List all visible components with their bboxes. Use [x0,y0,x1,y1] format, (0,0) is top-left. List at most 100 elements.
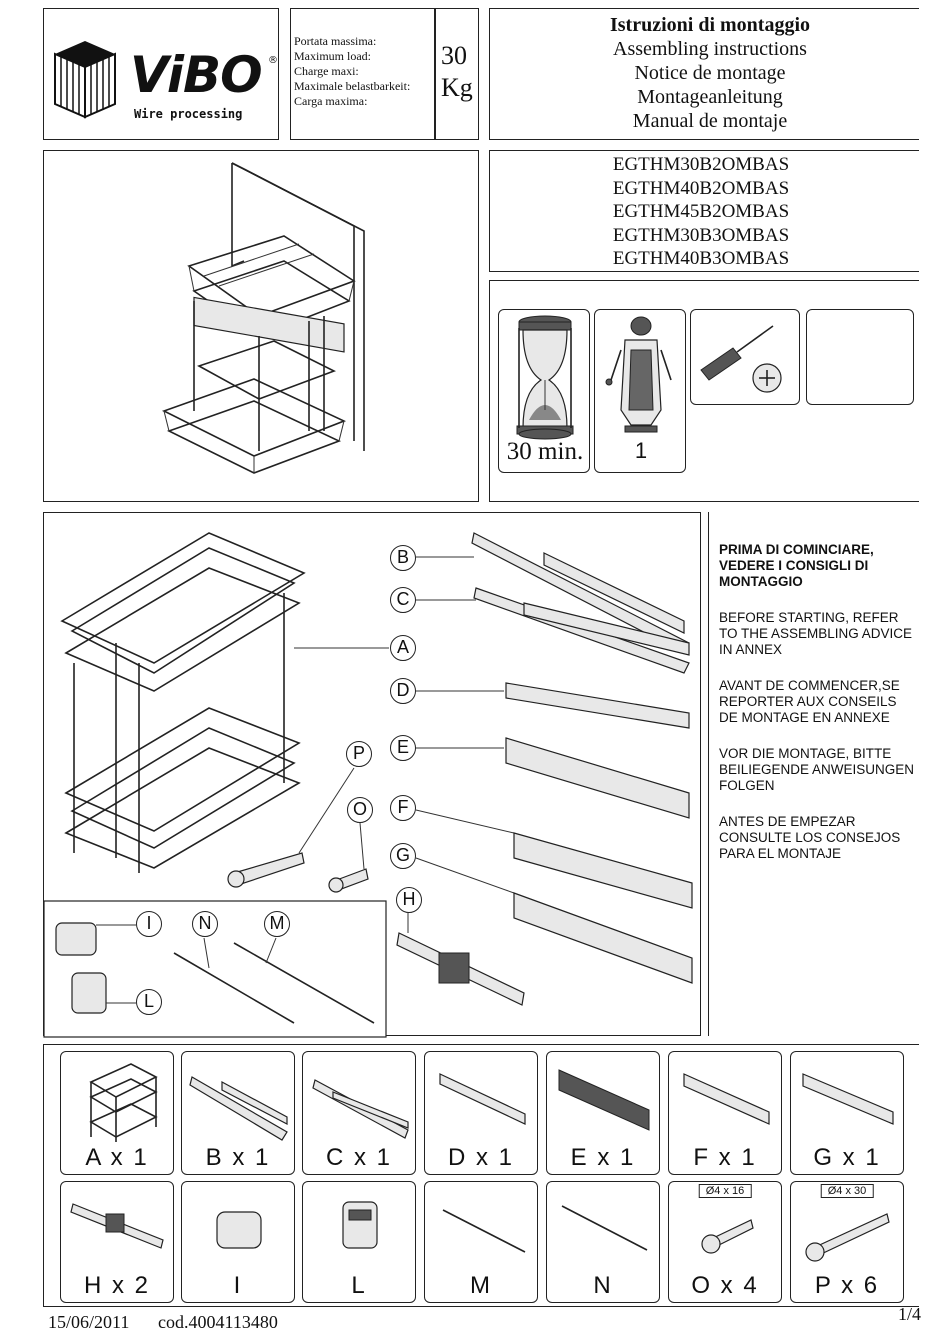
callout-i: I [136,911,162,937]
part-d-label: D x 1 [447,1144,514,1171]
model-3: EGTHM45B2OMBAS [612,201,790,222]
footer-page: 1/4 [898,1304,922,1324]
part-f-label: F x 1 [693,1144,757,1171]
part-e-icon [558,1069,650,1131]
product-illustration [161,162,365,474]
max-load-label-de: Maximale belastbarkeit: [294,79,411,93]
box-logo-icon [54,41,116,119]
max-load-label-it: Portata massima: [294,34,377,48]
callout-l: L [136,989,162,1015]
part-l-icon [342,1201,378,1249]
hourglass-icon [516,315,574,440]
product-image-box [43,150,479,502]
part-i-card: I [181,1181,295,1303]
callout-b: B [390,545,416,571]
models-box: EGTHM30B2OMBAS EGTHM40B2OMBAS EGTHM45B2O… [489,150,919,272]
tools-card [690,309,800,405]
model-2: EGTHM40B2OMBAS [612,177,790,199]
max-load-box: Portata massima: Maximum load: Charge ma… [290,8,479,140]
advice-en: BEFORE STARTING, REFER TO THE ASSEMBLING… [719,610,913,657]
title-lines: Istruzioni di montaggio Assembling instr… [490,13,930,133]
part-f-icon [683,1073,770,1125]
max-load-labels: Portata massima: Maximum load: Charge ma… [294,34,410,109]
part-e-card: E x 1 [546,1051,660,1175]
callout-f: F [390,795,416,821]
title-box: Istruzioni di montaggio Assembling instr… [489,8,919,140]
brand-name: ViBO [130,46,263,104]
part-c-card: C x 1 [302,1051,416,1175]
part-m-icon [442,1209,526,1253]
part-l-label: L [351,1272,367,1299]
screwdriver-icon [700,325,782,393]
callout-a: A [390,635,416,661]
blank-card [806,309,914,405]
title-it: Istruzioni di montaggio [609,14,811,36]
time-label: 30 min. [506,438,584,465]
part-d-card: D x 1 [424,1051,538,1175]
part-h-icon [70,1203,164,1249]
part-i-icon [216,1211,262,1249]
part-b-icon [189,1076,288,1141]
part-c-label: C x 1 [325,1144,392,1171]
max-load-label-en: Maximum load: [294,49,371,63]
max-load-unit: Kg [441,73,473,102]
exploded-diagram [43,532,693,1038]
part-n-card: N [546,1181,660,1303]
callout-m: M [264,911,290,937]
part-a-card: A x 1 [60,1051,174,1175]
logo-box: ViBO ® Wire processing [43,8,279,140]
max-load-divider [434,9,436,139]
part-p-icon [805,1213,890,1262]
time-card: 30 min. [498,309,590,473]
footer-code: cod.4004113480 [158,1312,278,1332]
callout-h: H [396,887,422,913]
footer-date: 15/06/2011 [48,1312,130,1332]
advice-text: PRIMA DI COMINCIARE, VEDERE I CONSIGLI D… [719,542,917,882]
registered-mark: ® [268,55,278,66]
advice-fr: AVANT DE COMMENCER,SE REPORTER AUX CONSE… [719,678,900,725]
part-a-label: A x 1 [85,1144,149,1171]
model-4: EGTHM30B3OMBAS [612,224,790,246]
part-h-card: H x 2 [60,1181,174,1303]
parts-list-box: A x 1 B x 1 C x 1 D x 1 E x 1 F x 1 G x … [43,1044,919,1307]
part-h-label: H x 2 [83,1272,150,1299]
requirements-box: 30 min. 1 [489,280,919,502]
part-d-icon [439,1073,526,1125]
brand-tagline: Wire processing [134,107,243,121]
part-l-card: L [302,1181,416,1303]
part-n-label: N [593,1272,613,1299]
callout-c: C [390,587,416,613]
advice-de: VOR DIE MONTAGE, BITTE BEILIEGENDE ANWEI… [719,746,915,793]
advice-it: PRIMA DI COMINCIARE, VEDERE I CONSIGLI D… [719,542,874,589]
part-p-dimension: Ø4 x 30 [820,1184,874,1198]
part-o-label: O x 4 [691,1272,759,1299]
max-load-value: 30 [441,41,467,70]
advice-es: ANTES DE EMPEZAR CONSULTE LOS CONSEJOS P… [719,814,901,861]
part-b-card: B x 1 [181,1051,295,1175]
part-b-label: B x 1 [205,1144,271,1171]
callout-p: P [346,741,372,767]
callout-g: G [390,843,416,869]
persons-card: 1 [594,309,686,473]
title-de: Montageanleitung [637,86,783,108]
part-n-icon [561,1205,648,1251]
part-m-label: M [470,1272,492,1299]
part-f-card: F x 1 [668,1051,782,1175]
part-p-label: P x 6 [814,1272,880,1299]
title-en: Assembling instructions [613,38,807,60]
max-load-label-es: Carga maxima: [294,94,368,108]
part-g-card: G x 1 [790,1051,904,1175]
model-1: EGTHM30B2OMBAS [612,154,790,175]
part-c-icon [312,1079,409,1139]
advice-box: PRIMA DI COMINCIARE, VEDERE I CONSIGLI D… [708,512,919,1036]
part-o-card: Ø4 x 16 O x 4 [668,1181,782,1303]
worker-icon [605,316,672,433]
part-g-icon [802,1073,894,1125]
part-o-icon [701,1219,754,1254]
title-fr: Notice de montage [634,62,786,84]
part-g-label: G x 1 [813,1144,881,1171]
model-5: EGTHM40B3OMBAS [612,248,790,269]
callout-o: O [347,797,373,823]
callout-e: E [390,735,416,761]
callout-d: D [390,678,416,704]
